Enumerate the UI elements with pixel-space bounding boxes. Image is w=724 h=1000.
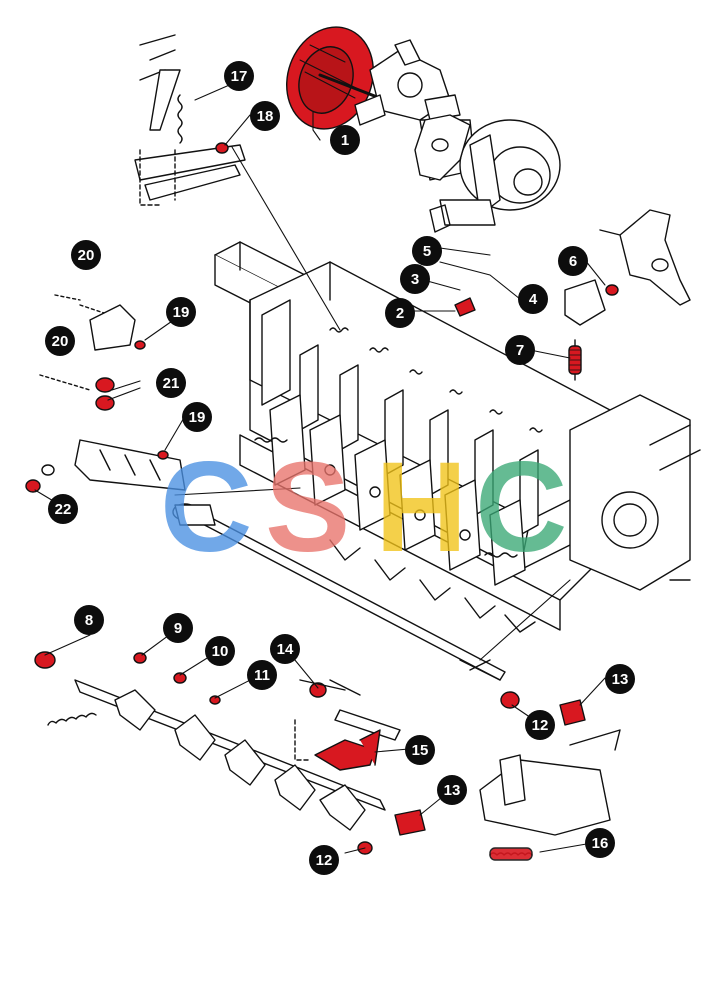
callout-5: 5 bbox=[412, 236, 442, 266]
callout-4: 4 bbox=[518, 284, 548, 314]
callout-10: 10 bbox=[205, 636, 235, 666]
callout-17: 17 bbox=[224, 61, 254, 91]
left-bracket bbox=[25, 294, 186, 493]
bottom-right-bracket bbox=[479, 691, 621, 861]
callout-6: 6 bbox=[558, 246, 588, 276]
callout-11: 11 bbox=[247, 660, 277, 690]
callout-9: 9 bbox=[163, 613, 193, 643]
gearbox bbox=[354, 39, 461, 126]
callout-8: 8 bbox=[74, 605, 104, 635]
callout-20b: 20 bbox=[45, 326, 75, 356]
callout-13a: 13 bbox=[605, 664, 635, 694]
watermark-letter-2: S bbox=[265, 436, 351, 579]
callout-20a: 20 bbox=[71, 240, 101, 270]
plate-with-slot bbox=[414, 114, 471, 181]
bottom-parts-12-13 bbox=[357, 809, 426, 855]
top-left-linkage bbox=[134, 34, 246, 206]
callout-12b: 12 bbox=[309, 845, 339, 875]
watermark-letter-1: C bbox=[160, 436, 253, 579]
callout-2: 2 bbox=[385, 298, 415, 328]
trip-arm bbox=[599, 209, 691, 306]
drive-disc-highlight bbox=[286, 26, 387, 130]
callout-19b: 19 bbox=[182, 402, 212, 432]
watermark-letter-4: C bbox=[475, 436, 568, 579]
callout-18: 18 bbox=[250, 101, 280, 131]
callout-16: 16 bbox=[585, 828, 615, 858]
callout-19a: 19 bbox=[166, 297, 196, 327]
small-bracket-6 bbox=[564, 279, 619, 326]
part-2-key bbox=[454, 297, 476, 317]
callout-15: 15 bbox=[405, 735, 435, 765]
callout-1: 1 bbox=[330, 125, 360, 155]
callout-12a: 12 bbox=[525, 710, 555, 740]
spring-7 bbox=[568, 339, 582, 381]
callout-22: 22 bbox=[48, 494, 78, 524]
knotter-modules bbox=[254, 327, 543, 633]
watermark-letter-3: H bbox=[375, 436, 468, 579]
callout-3: 3 bbox=[400, 264, 430, 294]
callout-13b: 13 bbox=[437, 775, 467, 805]
latch-assembly bbox=[294, 679, 401, 771]
needle-shaft-assembly bbox=[34, 651, 386, 831]
drive-shaft bbox=[172, 503, 506, 681]
leader-lines bbox=[34, 75, 606, 854]
callout-7: 7 bbox=[505, 335, 535, 365]
callout-14: 14 bbox=[270, 634, 300, 664]
callout-21: 21 bbox=[156, 368, 186, 398]
